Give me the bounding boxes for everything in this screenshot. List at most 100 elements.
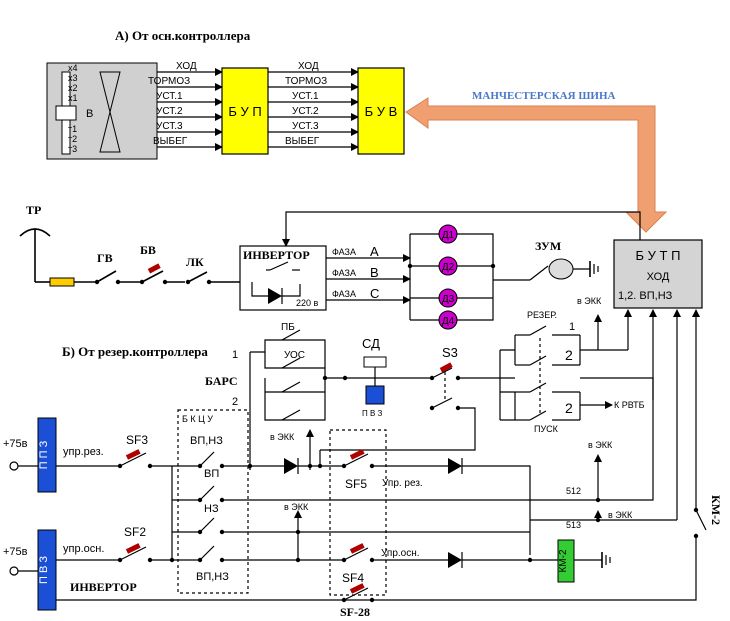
phase-letter: С (370, 286, 379, 301)
w513-label: 513 (566, 520, 581, 530)
signal-label: ТОРМОЗ (285, 76, 327, 87)
v-ekk-label: в ЭКК (270, 432, 295, 442)
motor-label: Д4 (442, 316, 455, 327)
rezer-n1: 1 (569, 321, 575, 333)
plus75-label: +75в (3, 546, 28, 558)
sf28-label: SF-28 (340, 605, 370, 619)
bars-n2: 2 (232, 396, 238, 408)
bkcu-label: Б К Ц У (182, 414, 213, 424)
sf4-label: SF4 (342, 571, 364, 585)
signal-label: ХОД (176, 61, 197, 72)
pvz-small-label: П В З (362, 409, 383, 418)
upr-osn-label: упр.осн. (63, 543, 104, 555)
k-rvtb-label: К РВТБ (614, 400, 645, 410)
lk-label: ЛК (186, 255, 204, 269)
vp-label: ВП (204, 468, 219, 480)
phase-label: ФАЗА (332, 289, 356, 299)
motor-d1 (438, 224, 458, 244)
rezer-label: РЕЗЕР. (527, 310, 557, 320)
signal-label: УСТ.3 (292, 121, 319, 132)
signal-wires-in (157, 68, 223, 151)
pusk-n2: 2 (565, 400, 573, 416)
signal-label: ВЫБЕГ (285, 136, 320, 147)
nz-label: НЗ (204, 503, 219, 515)
bus-label: МАНЧЕСТЕРСКАЯ ШИНА (472, 90, 616, 102)
v-ekk-label: в ЭКК (577, 296, 602, 306)
signal-wires-out (268, 68, 359, 151)
bars-n1: 1 (232, 349, 238, 361)
controller-marker: B (86, 108, 93, 120)
fuse-icon (49, 277, 75, 287)
km2-relay (557, 539, 575, 583)
rezer-n2: 2 (565, 347, 573, 363)
phase-label: ФАЗА (332, 247, 356, 257)
v-ekk-label: в ЭКК (608, 510, 633, 520)
signal-label: УСТ.2 (292, 106, 319, 117)
s3-label: S3 (442, 345, 458, 360)
bkcu-frame (177, 409, 249, 594)
gv-label: ГВ (97, 251, 113, 265)
controller-pos: x4 (68, 63, 78, 73)
pantograph-icon (19, 228, 51, 282)
controller-pos: т2 (68, 134, 77, 144)
motor-label: Д2 (442, 262, 455, 273)
controller-pos: x2 (68, 83, 78, 93)
upr-rez-label: упр.рез. (63, 446, 104, 458)
section-b-title: Б) От резер.контроллера (62, 344, 208, 359)
controller-pos: т1 (68, 124, 77, 134)
pusk-label: ПУСК (534, 424, 559, 434)
motor-d4 (438, 310, 458, 330)
plus75-label: +75в (3, 438, 28, 450)
motor-d3 (438, 288, 458, 308)
w512-label: 512 (566, 486, 581, 496)
signal-label: ВЫБЕГ (153, 136, 188, 147)
bv-label: БВ (140, 243, 156, 257)
upr-osn2-label: Упр.осн. (381, 548, 420, 559)
diode-icon (284, 458, 298, 474)
upr-rez2-label: Упр. рез. (382, 478, 423, 489)
terminal-icon (9, 566, 19, 576)
zum-icon (548, 258, 574, 280)
signal-label: УСТ.1 (292, 91, 319, 102)
butp-sub: 1,2. ВП,НЗ (618, 290, 673, 302)
butp-block (613, 239, 703, 309)
bup-label: Б У П (228, 104, 261, 119)
diode-icon (448, 552, 462, 568)
ppz-label: П П З (38, 440, 50, 469)
sd-block (363, 356, 387, 368)
sf2-label: SF2 (124, 525, 146, 539)
section-a-title: А) От осн.контроллера (115, 28, 251, 43)
motor-d2 (438, 256, 458, 276)
pvz-relay-icon (365, 385, 385, 405)
controller-pos: т3 (68, 144, 77, 154)
km2-label: КМ-2 (558, 549, 569, 572)
buv-label: Б У В (365, 104, 398, 119)
motor-label: Д3 (442, 294, 455, 305)
zum-label: ЗУМ (535, 239, 561, 253)
pvz-label: П В З (38, 556, 50, 584)
diode-icon (268, 288, 282, 304)
pvz-block (37, 529, 57, 611)
signal-label: ХОД (298, 61, 319, 72)
uos-label: УОС (284, 350, 305, 361)
tr-label: ТР (26, 203, 41, 217)
inverter-label: ИНВЕРТОР (243, 248, 310, 262)
vp-nz-label: ВП,НЗ (190, 435, 223, 447)
bup-block (221, 67, 269, 155)
v-ekk-label: в ЭКК (588, 440, 613, 450)
inverter-block (239, 245, 327, 311)
inverter2-label: ИНВЕРТОР (70, 580, 137, 594)
pb-label: ПБ (281, 322, 295, 333)
vp-nz-label: ВП,НЗ (196, 571, 229, 583)
phase-label: ФАЗА (332, 268, 356, 278)
controller-block: B (46, 62, 158, 160)
signal-label: ТОРМОЗ (148, 76, 190, 87)
controller-pos: x3 (68, 73, 78, 83)
sf3-label: SF3 (126, 433, 148, 447)
sf-frame (329, 429, 387, 596)
signal-label: УСТ.1 (156, 91, 183, 102)
phase-letter: В (370, 265, 379, 280)
signal-label: УСТ.2 (156, 106, 183, 117)
